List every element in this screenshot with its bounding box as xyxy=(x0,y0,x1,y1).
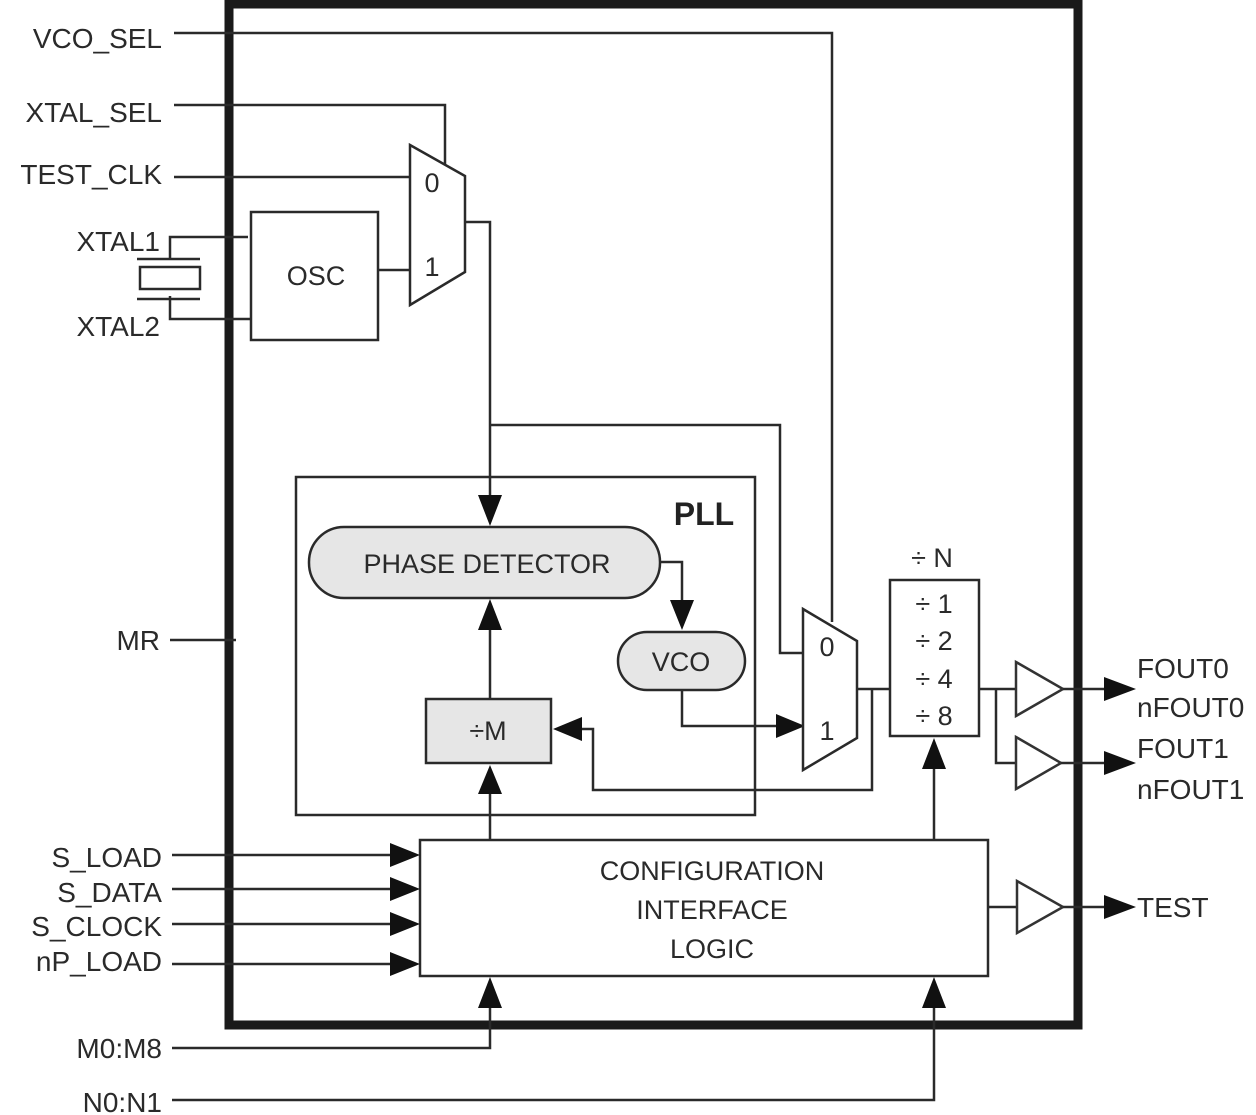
wire-vco-to-mux2 xyxy=(680,690,780,728)
pin-n0-n1-label: N0:N1 xyxy=(83,1087,162,1115)
arrow-into-mux2-in1 xyxy=(776,714,805,738)
wire-xtal-sel xyxy=(174,103,447,165)
divide-m-block xyxy=(424,697,553,765)
divide-n-block xyxy=(888,578,981,738)
arrow-s-data xyxy=(390,877,420,901)
pin-m0-m8-label: M0:M8 xyxy=(76,1033,162,1064)
pin-s-load-label: S_LOAD xyxy=(52,842,163,873)
mux2-in0-label: 0 xyxy=(819,632,834,662)
arrow-into-phase-detector xyxy=(478,495,502,526)
divide-n-title: ÷ N xyxy=(911,543,953,573)
pin-mr-label: MR xyxy=(116,625,160,656)
mux2-in1-label: 1 xyxy=(819,716,834,746)
buffer-fout0-icon xyxy=(1014,659,1066,719)
vco-label: VCO xyxy=(652,647,711,677)
pll-title: PLL xyxy=(674,496,734,532)
osc-label: OSC xyxy=(287,261,346,291)
pin-fout0-label: FOUT0 xyxy=(1137,653,1229,684)
mux1-in0-label: 0 xyxy=(424,168,439,198)
wire-feedback xyxy=(580,689,874,792)
wire-ref-to-mux2-in0 xyxy=(490,423,805,655)
divide-n-option-2: ÷ 2 xyxy=(915,626,952,656)
divide-m-label: ÷M xyxy=(469,716,506,746)
mux2-vco-select xyxy=(801,606,859,773)
osc-block xyxy=(249,210,380,342)
arrow-into-divide-m xyxy=(553,717,582,741)
arrow-into-pd-from-m xyxy=(478,599,502,630)
pin-s-clock-label: S_CLOCK xyxy=(31,911,162,942)
config-label-line2: INTERFACE xyxy=(636,895,788,925)
pin-np-load-label: nP_LOAD xyxy=(36,946,162,977)
wire-pd-to-vco xyxy=(660,560,684,605)
buffer-fout1-icon xyxy=(1014,734,1064,792)
arrow-into-divide-n xyxy=(922,738,946,769)
arrow-fout1 xyxy=(1104,751,1136,775)
buffer-test-icon xyxy=(1015,878,1066,936)
pin-test-label: TEST xyxy=(1137,892,1209,923)
pin-nfout1-label: nFOUT1 xyxy=(1137,774,1244,805)
config-label-line1: CONFIGURATION xyxy=(600,856,825,886)
config-label-line3: LOGIC xyxy=(670,934,754,964)
arrow-into-vco xyxy=(670,600,694,630)
wire-n-out-branch xyxy=(994,689,1016,765)
pll-block xyxy=(294,475,757,817)
wire-m0-m8-path xyxy=(172,1005,492,1050)
arrow-n0-n1 xyxy=(922,977,946,1008)
arrow-test xyxy=(1104,895,1136,919)
wire-n0-n1-path xyxy=(172,1005,936,1102)
arrow-np-load xyxy=(390,952,420,976)
pin-fout1-label: FOUT1 xyxy=(1137,733,1229,764)
divide-n-option-8: ÷ 8 xyxy=(915,701,952,731)
wire-vco-sel xyxy=(174,31,834,622)
divide-n-option-4: ÷ 4 xyxy=(915,664,952,694)
arrow-fout0 xyxy=(1104,677,1136,701)
pin-xtal1-label: XTAL1 xyxy=(76,226,160,257)
mux1-crystal-select xyxy=(408,142,467,308)
pin-test-clk-label: TEST_CLK xyxy=(20,159,162,190)
arrow-into-divide-m-bottom xyxy=(478,765,502,794)
pin-nfout0-label: nFOUT0 xyxy=(1137,692,1244,723)
arrow-s-load xyxy=(390,843,420,867)
pin-xtal2-label: XTAL2 xyxy=(76,311,160,342)
crystal-icon xyxy=(137,235,250,321)
chip-boundary xyxy=(224,0,1083,1030)
pin-s-data-label: S_DATA xyxy=(57,877,162,908)
arrow-s-clock xyxy=(390,912,420,936)
wire-mux1-out xyxy=(465,220,492,500)
pin-xtal-sel-label: XTAL_SEL xyxy=(26,97,162,128)
arrow-m0-m8 xyxy=(478,977,502,1008)
pin-vco-sel-label: VCO_SEL xyxy=(33,23,162,54)
mux1-in1-label: 1 xyxy=(424,252,439,282)
divide-n-option-1: ÷ 1 xyxy=(915,589,952,619)
phase-detector-label: PHASE DETECTOR xyxy=(363,549,610,579)
